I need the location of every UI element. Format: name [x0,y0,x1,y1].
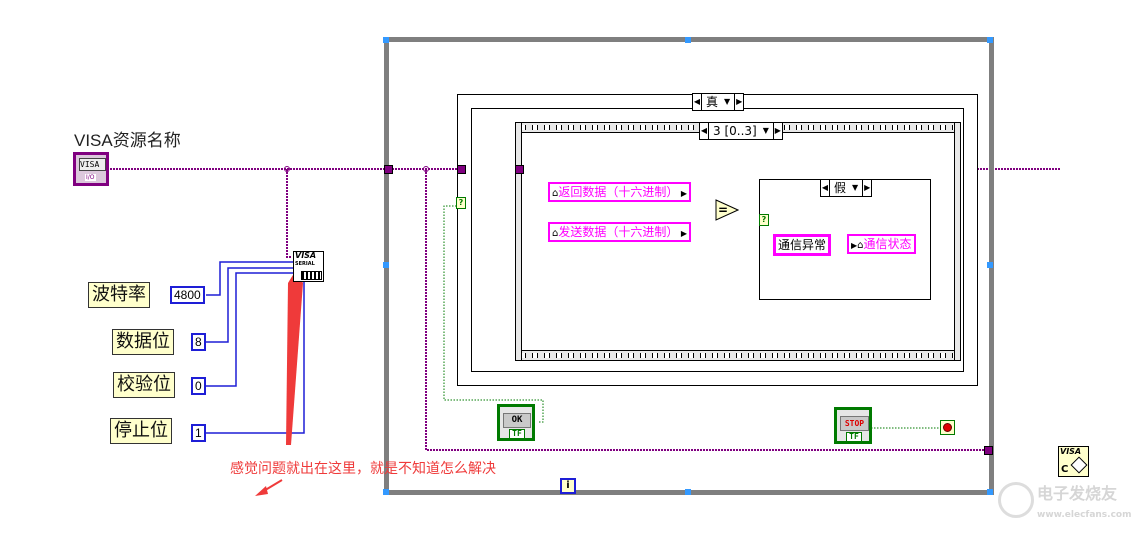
resize-handle[interactable] [383,37,389,43]
annotation-text: 感觉问题就出在这里，就是不知道怎么解决 [230,461,496,477]
io-tag: I/O [85,174,96,181]
equal-operator-text: = [718,203,728,217]
stop-bits-label: 停止位 [110,418,172,444]
watermark-logo-icon [998,482,1034,518]
stop-bits-constant[interactable]: 1 [191,424,206,442]
home-icon: ⌂ [857,240,864,251]
watermark: 电子发烧友 www.elecfans.com [995,482,1135,532]
resize-handle[interactable] [987,489,993,495]
resize-handle[interactable] [383,262,389,268]
serial-port-icon [301,271,322,280]
increment-arrow-icon[interactable]: ▶ [734,94,743,110]
visa-dropdown[interactable]: VISA [79,158,106,171]
wire-stopbits [206,282,305,434]
film-strip-bottom [516,350,960,360]
case-selector-outer[interactable]: ◀ 真 ▼ ▶ [692,93,745,111]
visa-resource-label: VISA资源名称 [74,131,181,150]
visa-close-node[interactable]: VISA C [1058,446,1089,477]
dropdown-arrow-icon[interactable]: ▼ [852,183,859,192]
resize-handle[interactable] [987,37,993,43]
local-return-data[interactable]: ⌂返回数据（十六进制） ▶ [548,182,692,202]
stop-button-terminal[interactable]: STOP TF [834,407,872,444]
wire-parity [206,272,293,387]
data-bits-constant[interactable]: 8 [191,333,206,351]
sequence-selector-value: 3 [0..3] [713,124,757,138]
watermark-url: www.elecfans.com [1037,510,1132,520]
equal-comparison-node[interactable]: = [715,199,739,221]
increment-arrow-icon[interactable]: ▶ [862,180,871,196]
annotation-arrow-up [286,270,303,445]
output-arrow-icon: ▶ [678,189,688,198]
close-hand-icon [1070,456,1088,474]
visa-wire-branch-bottom [425,169,988,451]
resize-handle[interactable] [685,37,691,43]
local-send-data[interactable]: ⌂发送数据（十六进制） ▶ [548,222,692,242]
visa-wire-to-serial [286,169,292,258]
baud-rate-constant[interactable]: 4800 [170,286,205,304]
tf-tag: TF [846,432,862,442]
data-bits-label: 数据位 [112,329,174,355]
increment-arrow-icon[interactable]: ▶ [772,123,782,139]
local-comm-status[interactable]: ▶⌂通信状态 [847,234,916,254]
wire-junction [284,166,290,172]
loop-condition-terminal[interactable] [940,420,955,435]
home-icon: ⌂ [552,188,559,199]
serial-node-title: VISA [295,251,317,260]
case-tunnel-left[interactable] [457,165,466,174]
case-inner-selector-value: 假 [834,181,847,195]
input-arrow-icon: ▶ [851,241,858,250]
output-arrow-icon: ▶ [678,229,688,238]
decrement-arrow-icon[interactable]: ◀ [693,94,702,110]
serial-node-subtitle: SERIAL [295,261,315,267]
decrement-arrow-icon[interactable]: ◀ [821,180,830,196]
string-constant-comm-error[interactable]: 通信异常 [773,234,832,256]
case-selector-value: 真 [706,95,719,109]
wire-junction [423,166,429,172]
iteration-terminal: i [560,478,576,494]
wire-ok-to-selector [443,205,544,423]
visa-configure-serial-node[interactable]: VISA SERIAL [293,251,324,282]
loop-tunnel-left[interactable] [384,165,393,174]
dropdown-arrow-icon[interactable]: ▼ [762,126,769,135]
home-icon: ⌂ [552,228,559,239]
decrement-arrow-icon[interactable]: ◀ [700,123,709,139]
visa-close-sub: C [1061,464,1069,475]
visa-close-title: VISA [1060,447,1082,456]
sequence-selector[interactable]: ◀ 3 [0..3] ▼ ▶ [699,122,783,140]
watermark-brand: 电子发烧友 [1037,484,1118,503]
parity-label: 校验位 [113,372,175,398]
wire-baud [206,261,293,296]
parity-constant[interactable]: 0 [191,377,206,395]
resize-handle[interactable] [383,489,389,495]
ok-button-terminal[interactable]: OK TF [497,404,535,441]
stop-button[interactable]: STOP [840,416,869,431]
stop-sign-icon [943,423,952,432]
case-selector-inner[interactable]: ◀ 假 ▼ ▶ [820,179,873,197]
baud-rate-label: 波特率 [88,282,150,308]
sequence-tunnel-left[interactable] [515,165,524,174]
dropdown-arrow-icon[interactable]: ▼ [724,97,731,106]
ok-button[interactable]: OK [503,413,531,428]
resize-handle[interactable] [987,262,993,268]
wire-databits [206,267,293,343]
resize-handle[interactable] [685,489,691,495]
inner-case-selector-terminal[interactable]: ? [759,214,769,226]
visa-resource-control[interactable]: VISA I/O [73,152,109,186]
case-selector-terminal[interactable]: ? [456,197,466,209]
loop-tunnel-right[interactable] [984,446,993,455]
tf-tag: TF [509,429,525,439]
